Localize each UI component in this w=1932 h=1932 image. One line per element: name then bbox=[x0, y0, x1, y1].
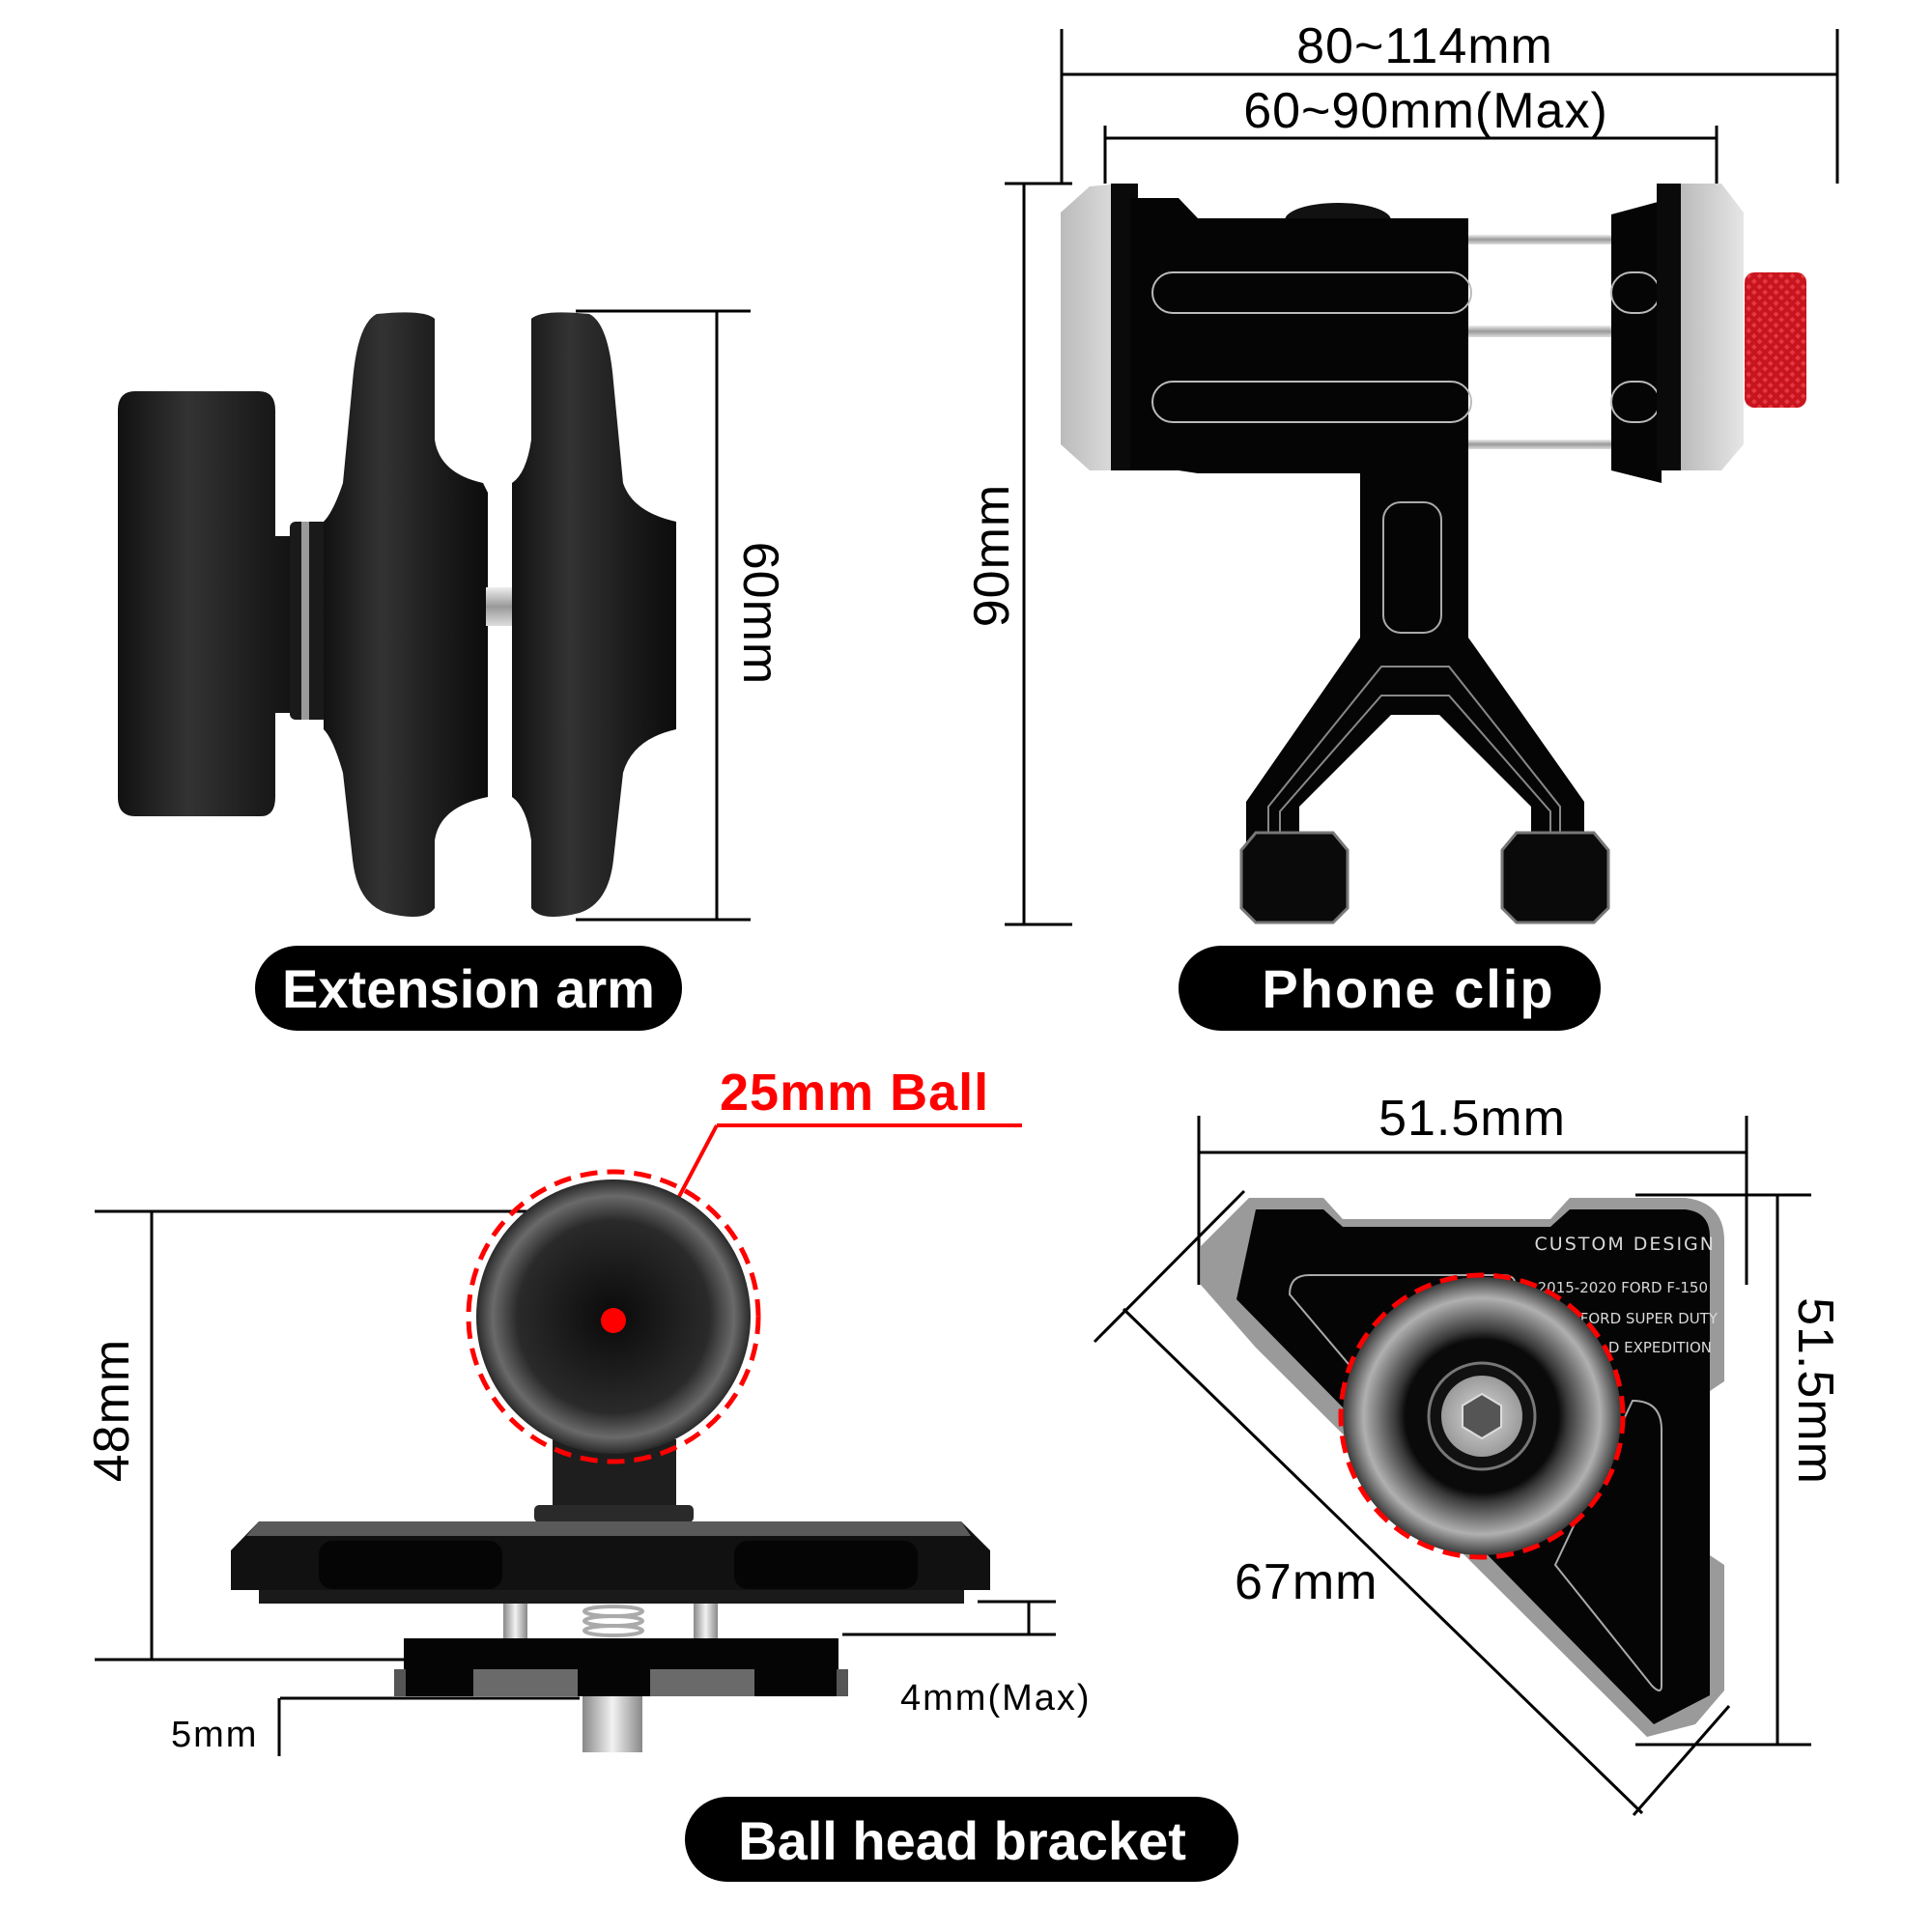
phone-clip-illustration bbox=[1061, 184, 1806, 924]
dimension-51-5mm-side: 51.5mm bbox=[1635, 1193, 1843, 1747]
dimension-label-60mm: 60mm bbox=[732, 542, 788, 685]
dimension-5mm: 5mm bbox=[171, 1696, 580, 1756]
engraving-line-2: 2015-2020 FORD F-150 bbox=[1538, 1279, 1708, 1296]
dimension-label-5mm: 5mm bbox=[171, 1715, 258, 1755]
label-extension-arm: Extension arm bbox=[255, 946, 682, 1031]
dimension-51-5mm-top: 51.5mm bbox=[1197, 1091, 1748, 1285]
dimension-label-diagonal: 67mm bbox=[1235, 1554, 1378, 1610]
engraving-line-3: FORD SUPER DUTY bbox=[1580, 1310, 1719, 1327]
dimension-label-top-width: 51.5mm bbox=[1378, 1091, 1566, 1147]
dimension-67mm: 67mm bbox=[1093, 1189, 1731, 1816]
dimension-80-114mm: 80~114mm bbox=[1060, 18, 1839, 184]
label-text: Ball head bracket bbox=[738, 1810, 1186, 1871]
red-knob bbox=[1745, 272, 1806, 408]
dimension-label-4mm-max: 4mm(Max) bbox=[900, 1678, 1092, 1719]
extension-arm-illustration bbox=[118, 312, 676, 917]
label-text: Phone clip bbox=[1262, 958, 1554, 1019]
callout-25mm-ball: 25mm Ball bbox=[720, 1064, 989, 1122]
ball-head-bracket-illustration bbox=[231, 1169, 990, 1752]
dimension-label-90mm: 90mm bbox=[964, 484, 1020, 627]
dimension-label-48mm: 48mm bbox=[84, 1339, 140, 1482]
dimension-label-outer-width: 80~114mm bbox=[1296, 18, 1553, 74]
dimension-label-side-height: 51.5mm bbox=[1787, 1297, 1843, 1485]
dimension-4mm: 4mm(Max) bbox=[842, 1600, 1092, 1719]
dimension-90mm: 90mm bbox=[964, 182, 1072, 926]
label-phone-clip: Phone clip bbox=[1179, 946, 1601, 1031]
engraving-line-4: D EXPEDITION bbox=[1608, 1339, 1712, 1356]
triangle-base-illustration: CUSTOM DESIGN 2015-2020 FORD F-150 FORD … bbox=[1201, 1198, 1724, 1737]
label-ball-head-bracket: Ball head bracket bbox=[685, 1797, 1238, 1882]
label-text: Extension arm bbox=[282, 958, 655, 1019]
engraving-line-1: CUSTOM DESIGN bbox=[1535, 1234, 1716, 1255]
dimension-label-inner-width: 60~90mm(Max) bbox=[1243, 83, 1608, 139]
dimension-60-90mm: 60~90mm(Max) bbox=[1103, 83, 1719, 184]
dimension-60mm: 60mm bbox=[576, 309, 788, 922]
